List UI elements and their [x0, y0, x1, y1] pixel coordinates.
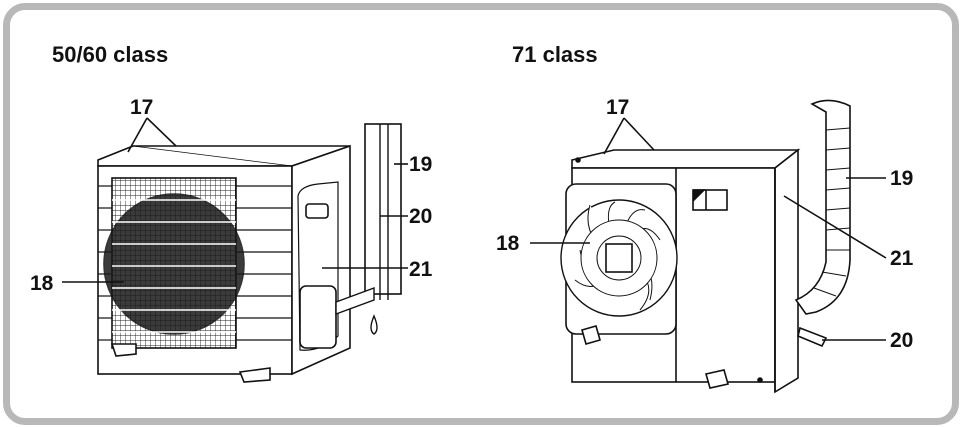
callout-20-left: 20 — [409, 205, 433, 228]
logo-plate — [692, 189, 728, 211]
drain-drop-left — [370, 314, 378, 335]
callout-18-right: 18 — [496, 232, 520, 255]
fan-left — [103, 193, 245, 335]
callout-20-right: 20 — [890, 329, 914, 352]
outdoor-unit-right — [560, 99, 851, 394]
callout-21-left: 21 — [409, 258, 433, 281]
callout-17-left: 17 — [130, 96, 154, 119]
top-panel-right — [571, 149, 801, 169]
outdoor-unit-left — [97, 123, 402, 383]
pipe-cover-right — [794, 99, 851, 315]
callout-17-right: 17 — [606, 96, 630, 119]
callout-19-left: 19 — [409, 153, 433, 176]
side-panel-right — [774, 148, 799, 394]
callout-18-left: 18 — [30, 272, 54, 295]
drain-hose-right — [797, 326, 828, 348]
pipe-cover-left — [364, 123, 402, 295]
panel-title-left: 50/60 class — [52, 42, 169, 67]
service-cover-left — [299, 285, 337, 349]
callout-21-right: 21 — [890, 247, 914, 270]
side-handle-left — [305, 203, 329, 219]
callout-19-right: 19 — [890, 167, 914, 190]
fan-hub-right — [605, 243, 633, 273]
panel-title-right: 71 class — [512, 42, 598, 67]
